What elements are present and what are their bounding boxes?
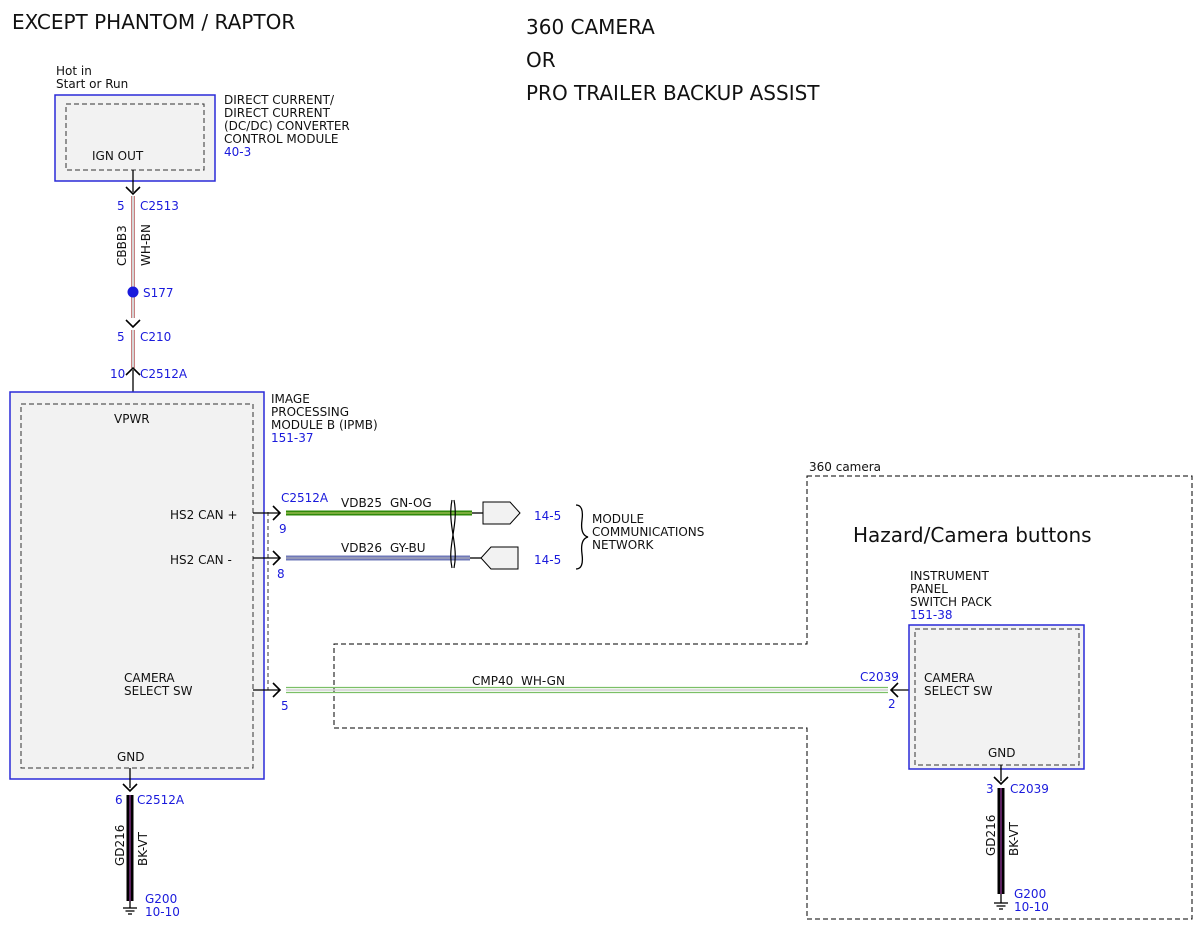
ipmb-module-inner-box [20,403,254,769]
c2512a-top-pin: 10 [110,367,125,381]
switch-pack-name-line2: PANEL [910,582,948,596]
can-plus-connector-symbol [272,505,282,521]
wire-vdb26-circuit: VDB26 [341,541,382,555]
ground-right-label: G200 [1014,887,1046,901]
page-title: EXCEPT PHANTOM / RAPTOR [12,10,295,34]
option-title-line1: 360 CAMERA [526,15,655,39]
c210-connector-symbol [125,319,141,329]
network-brace [575,504,589,570]
ipmb-name-line3: MODULE B (IPMB) [271,418,378,432]
ground-left-ref: 10-10 [145,905,180,919]
c210-label: C210 [140,330,171,344]
option-360-camera-label: 360 camera [809,460,881,474]
switch-pack-pin-camera-line1: CAMERA [924,671,975,685]
ipmb-pin-can-plus: HS2 CAN + [170,508,238,522]
wire-vdb25-circuit: VDB25 [341,496,382,510]
switch-pack-ref: 151-38 [910,608,953,622]
hazard-camera-heading: Hazard/Camera buttons [853,523,1092,547]
gd216-right-circuit: GD216 [984,815,998,856]
wire-cbbb3-circuit: CBBB3 [115,225,129,266]
ipmb-module-box [9,391,265,780]
network-label-line3: NETWORK [592,538,655,552]
dcdc-name-line3: (DC/DC) CONVERTER [224,119,350,133]
option-title-line3: PRO TRAILER BACKUP ASSIST [526,81,820,105]
twisted-pair-symbol-b [450,499,456,569]
wire-cmp40-circuit: CMP40 [472,674,513,688]
c2039-label: C2039 [860,670,899,684]
wire-vdb26-color: GY-BU [390,541,426,555]
can-plus-ref: 14-5 [534,509,561,523]
switch-pack-name-line1: INSTRUMENT [910,569,989,583]
gnd-right-pin: 3 [986,782,994,796]
gnd-left-connector-symbol [122,783,138,793]
splice-s177-label: S177 [143,286,174,300]
dcdc-ref: 40-3 [224,145,251,159]
ipmb-name-line2: PROCESSING [271,405,349,419]
gd216-right-color: BK-VT [1007,821,1021,856]
c2513-pin: 5 [117,199,125,213]
cmp40-ipmb-pin: 5 [281,699,289,713]
ipmb-pin-camera-line2: SELECT SW [124,684,193,698]
gd216-left-circuit: GD216 [113,825,127,866]
option-title-line2: OR [526,48,556,72]
network-label-line2: COMMUNICATIONS [592,525,704,539]
can-minus-continuation-arrow [480,546,519,570]
gnd-left-pin: 6 [115,793,123,807]
cmp40-switch-pin: 2 [888,697,896,711]
network-label-line1: MODULE [592,512,644,526]
gnd-right-connector: C2039 [1010,782,1049,796]
dcdc-name-line2: DIRECT CURRENT [224,106,331,120]
can-plus-continuation-arrow [482,501,521,525]
dcdc-pin-ign-out: IGN OUT [92,149,144,163]
wire-cmp40-color: WH-GN [521,674,565,688]
can-plus-pin: 9 [279,522,287,536]
can-connector-label: C2512A [281,491,329,505]
dcdc-power-note-line1: Hot in [56,64,92,78]
c2513-connector-symbol [125,186,141,196]
cmp40-ipmb-connector-symbol [272,682,282,698]
switch-pack-pin-gnd: GND [988,746,1016,760]
switch-pack-inner-box [914,628,1080,766]
ipmb-pin-vpwr: VPWR [114,412,150,426]
dcdc-name-line1: DIRECT CURRENT/ [224,93,335,107]
ground-left-label: G200 [145,892,177,906]
switch-pack-module-box [908,624,1085,770]
can-minus-connector-symbol [272,550,282,566]
gnd-left-connector: C2512A [137,793,185,807]
wire-cbbb3-color: WH-BN [139,224,153,266]
switch-pack-name-line3: SWITCH PACK [910,595,993,609]
ipmb-name-line1: IMAGE [271,392,310,406]
ipmb-pin-gnd: GND [117,750,145,764]
splice-s177-dot [127,286,139,298]
dcdc-power-note-line2: Start or Run [56,77,128,91]
dcdc-module-box [54,94,216,182]
c2512a-top-connector-symbol [125,366,141,376]
ground-right-ref: 10-10 [1014,900,1049,914]
ipmb-ref: 151-37 [271,431,314,445]
option-360-camera-region [333,475,1193,920]
c210-pin: 5 [117,330,125,344]
dcdc-name-line4: CONTROL MODULE [224,132,339,146]
gnd-right-connector-symbol [993,776,1009,786]
gd216-left-color: BK-VT [136,831,150,866]
dcdc-module-inner-box [65,103,205,171]
switch-pack-pin-camera-line2: SELECT SW [924,684,993,698]
can-minus-pin: 8 [277,567,285,581]
wire-vdb25-color: GN-OG [390,496,432,510]
ipmb-pin-can-minus: HS2 CAN - [170,553,232,567]
c2512a-top-label: C2512A [140,367,188,381]
ipmb-pin-camera-line1: CAMERA [124,671,175,685]
can-minus-ref: 14-5 [534,553,561,567]
c2513-label: C2513 [140,199,179,213]
